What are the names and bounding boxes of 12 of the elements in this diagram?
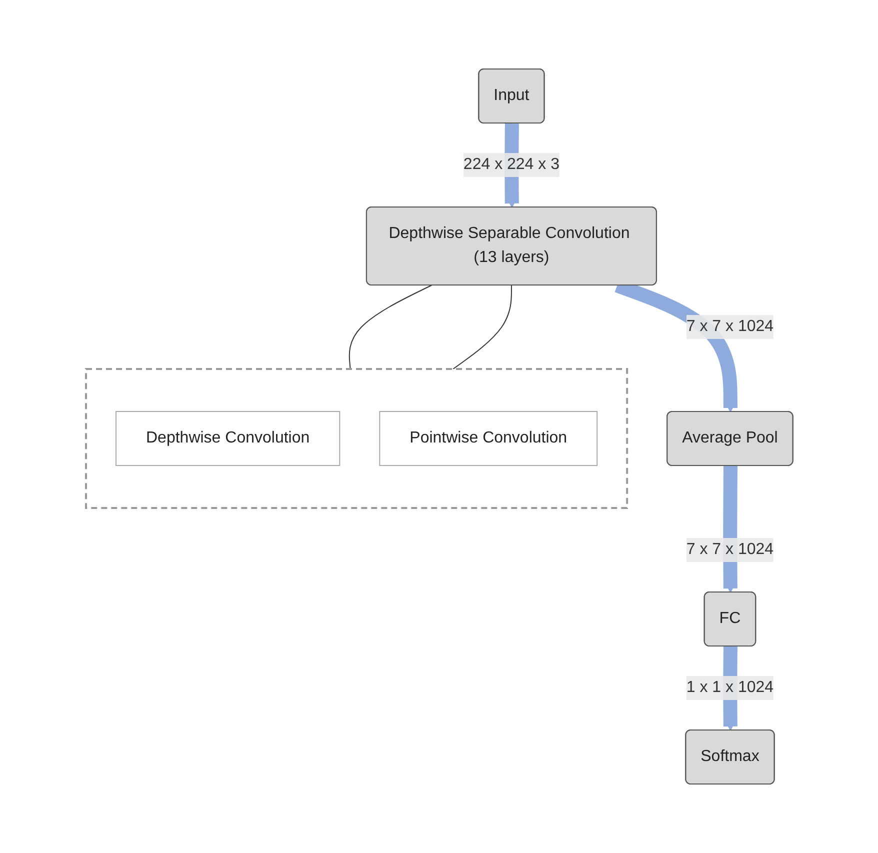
node-box: Depthwise Convolution bbox=[115, 411, 340, 466]
arrow bbox=[722, 466, 738, 593]
connector bbox=[452, 284, 512, 370]
arrow bbox=[504, 123, 519, 208]
node-box: Pointwise Convolution bbox=[378, 411, 598, 466]
edge-label: 1 x 1 x 1024 bbox=[686, 679, 774, 696]
edge-label: 224 x 224 x 3 bbox=[462, 156, 560, 173]
edge-label: 7 x 7 x 1024 bbox=[686, 318, 774, 335]
edge-label: 7 x 7 x 1024 bbox=[686, 541, 774, 558]
connector bbox=[348, 284, 432, 370]
cluster bbox=[84, 368, 628, 509]
arrow bbox=[722, 646, 738, 731]
